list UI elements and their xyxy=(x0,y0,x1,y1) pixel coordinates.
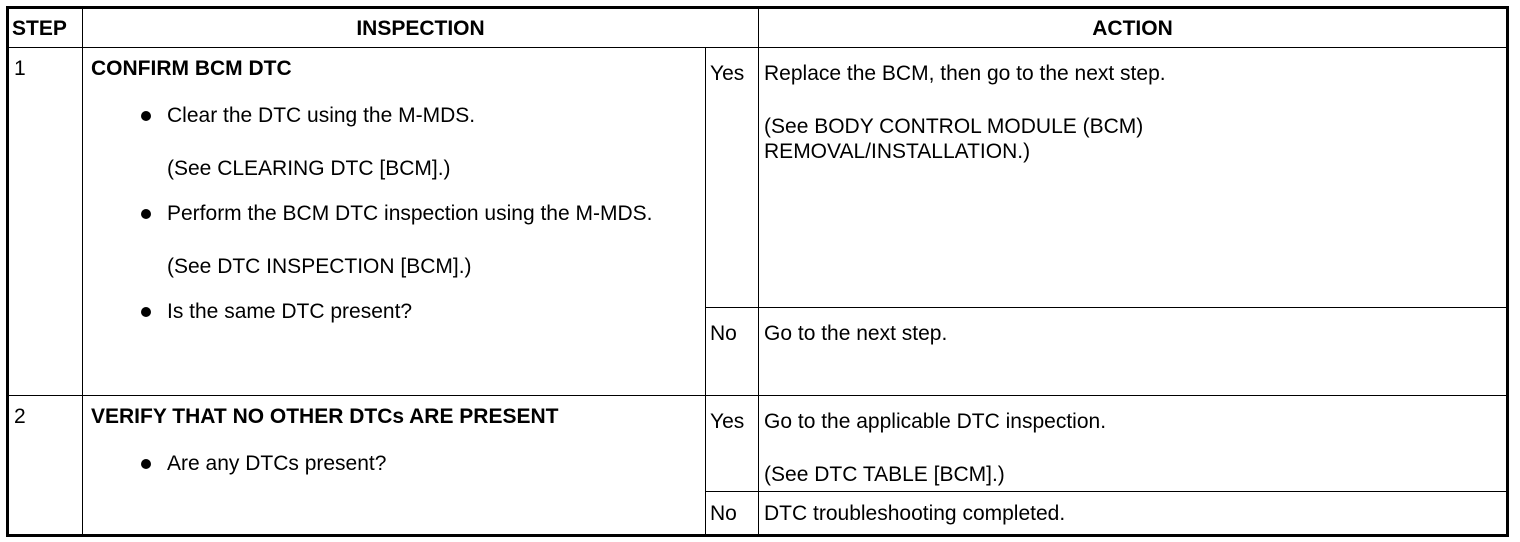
bullet-dot-icon xyxy=(141,209,151,219)
step-2-inspection: VERIFY THAT NO OTHER DTCs ARE PRESENT Ar… xyxy=(82,395,706,536)
bullet-dot-icon xyxy=(141,307,151,317)
bullet-text: Clear the DTC using the M-MDS. xyxy=(167,104,476,127)
step-number: 2 xyxy=(7,395,83,536)
no-label: No xyxy=(704,491,760,536)
action-reference: (See DTC TABLE [BCM].) xyxy=(764,463,1005,486)
action-reference: (See BODY CONTROL MODULE (BCM) REMOVAL/I… xyxy=(764,115,1144,163)
step-1-inspection: CONFIRM BCM DTC Clear the DTC using the … xyxy=(82,47,706,396)
inspection-header: INSPECTION xyxy=(81,7,760,48)
yes-label: Yes xyxy=(704,395,760,492)
step-number: 1 xyxy=(7,47,83,396)
step-1-no-row: No Go to the next step. xyxy=(8,307,1509,396)
yes-action: Go to the applicable DTC inspection. (Se… xyxy=(758,395,1509,492)
action-text: Go to the applicable DTC inspection. xyxy=(764,410,1107,433)
bullet-dot-icon xyxy=(141,111,151,121)
bullet-item: Clear the DTC using the M-MDS. (See CLEA… xyxy=(141,103,705,181)
yes-label: Yes xyxy=(704,47,760,308)
yes-action: Replace the BCM, then go to the next ste… xyxy=(758,47,1509,308)
bullet-item: Are any DTCs present? xyxy=(141,451,705,476)
bullet-reference: (See DTC INSPECTION [BCM].) xyxy=(167,255,472,278)
inspection-bullets: Are any DTCs present? xyxy=(91,451,705,476)
action-text: Replace the BCM, then go to the next ste… xyxy=(764,62,1166,85)
step-header: STEP xyxy=(7,7,83,48)
bullet-text: Are any DTCs present? xyxy=(167,452,387,475)
no-action: DTC troubleshooting completed. xyxy=(758,491,1509,536)
bullet-text: Is the same DTC present? xyxy=(167,300,413,323)
step-2-yes-row: 2 VERIFY THAT NO OTHER DTCs ARE PRESENT … xyxy=(7,395,1509,536)
step-1-yes-row: 1 CONFIRM BCM DTC Clear the DTC using th… xyxy=(7,47,1509,396)
inspection-title: CONFIRM BCM DTC xyxy=(91,57,292,80)
bullet-dot-icon xyxy=(141,459,151,469)
procedure-table: STEP INSPECTION ACTION 1 CONFIRM BCM DTC… xyxy=(6,6,1510,537)
bullet-item: Is the same DTC present? xyxy=(141,299,705,324)
action-header: ACTION xyxy=(758,7,1509,48)
bullet-item: Perform the BCM DTC inspection using the… xyxy=(141,201,705,279)
step-2-no-row: No DTC troubleshooting completed. xyxy=(8,491,1509,536)
inspection-title: VERIFY THAT NO OTHER DTCs ARE PRESENT xyxy=(91,405,559,428)
inspection-bullets: Clear the DTC using the M-MDS. (See CLEA… xyxy=(91,103,705,324)
no-action: Go to the next step. xyxy=(758,307,1509,396)
bullet-text: Perform the BCM DTC inspection using the… xyxy=(167,202,653,225)
bullet-reference: (See CLEARING DTC [BCM].) xyxy=(167,157,451,180)
header-row: STEP INSPECTION ACTION xyxy=(7,7,1509,48)
no-label: No xyxy=(704,307,760,396)
